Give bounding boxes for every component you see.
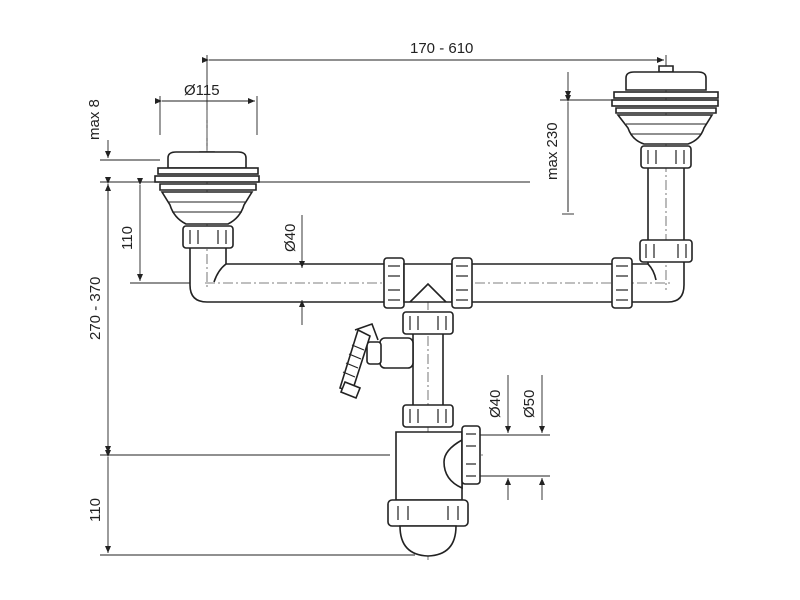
left-elbow-pipe — [189, 248, 390, 303]
right-basket-strainer — [611, 65, 719, 145]
trap-inlet-nut — [402, 404, 454, 428]
max-height-right-label: max 230 — [544, 122, 561, 180]
outlet-diameter-label: Ø115 — [184, 82, 220, 99]
left-outlet-nut — [182, 225, 234, 249]
trap-depth-label: 110 — [87, 498, 104, 522]
dimension-lines — [100, 55, 667, 556]
spacing-label: 170 - 610 — [410, 40, 473, 57]
left-basket-strainer — [154, 151, 260, 225]
max-top-label: max 8 — [86, 99, 103, 140]
trap-outer-diameter-label: Ø50 — [521, 390, 538, 418]
bottle-trap — [387, 425, 481, 557]
vertical-drain-pipe — [402, 311, 454, 405]
pipe-diameter-label: Ø40 — [282, 224, 299, 252]
outlet-depth-label: 110 — [119, 226, 136, 250]
trap-inner-diameter-label: Ø40 — [487, 390, 504, 418]
right-outlet-nut — [640, 145, 692, 169]
total-height-label: 270 - 370 — [87, 277, 104, 340]
appliance-connector — [339, 322, 414, 400]
horizontal-drain-pipe — [383, 257, 685, 309]
right-vertical-pipe — [639, 168, 693, 263]
